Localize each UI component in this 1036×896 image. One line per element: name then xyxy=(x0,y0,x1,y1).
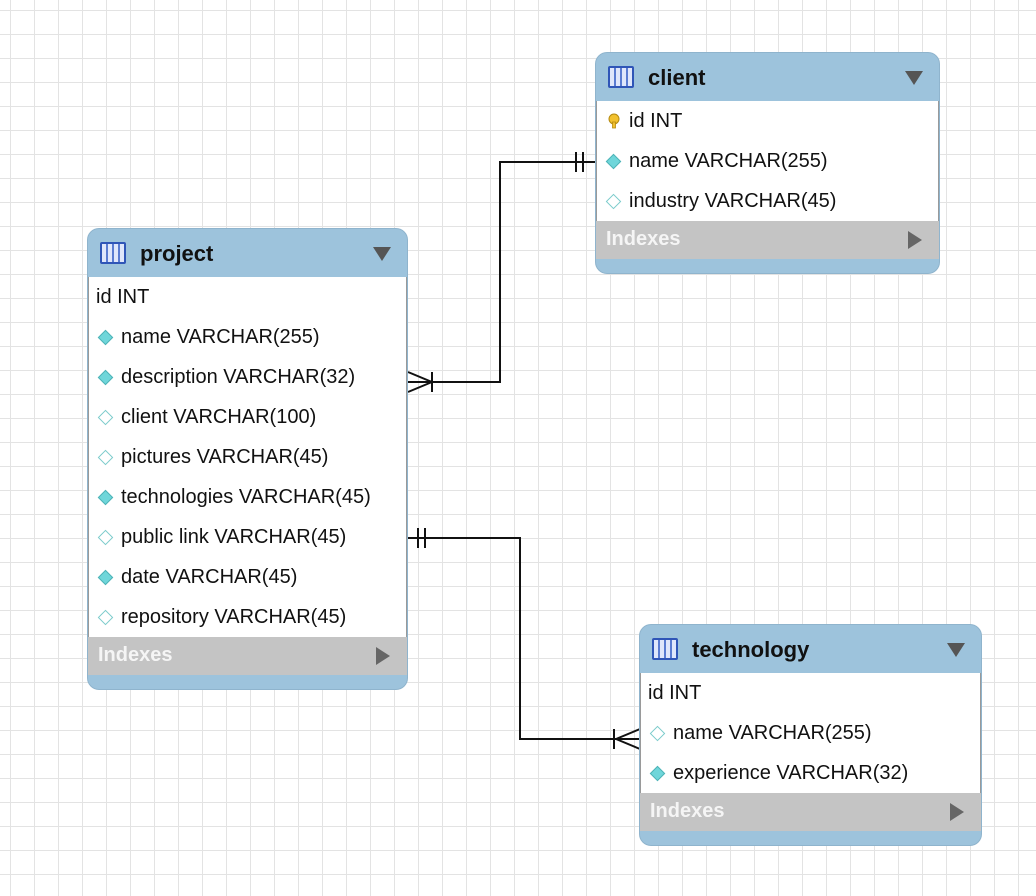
column-row[interactable]: experience VARCHAR(32) xyxy=(641,753,980,793)
technology-table-header[interactable]: technology xyxy=(640,625,981,673)
column-label: id INT xyxy=(96,286,150,308)
key-icon xyxy=(608,113,620,129)
column-row[interactable]: name VARCHAR(255) xyxy=(641,713,980,753)
table-footer xyxy=(596,259,939,273)
table-title: client xyxy=(648,65,706,90)
table-title: technology xyxy=(692,637,810,662)
column-label: experience VARCHAR(32) xyxy=(673,762,909,784)
table-icon xyxy=(100,242,126,264)
technology-columns: id INT name VARCHAR(255) experience VARC… xyxy=(640,673,981,793)
column-row[interactable]: industry VARCHAR(45) xyxy=(597,181,938,221)
column-row[interactable]: id INT xyxy=(597,101,938,141)
filled-diamond-icon xyxy=(97,329,114,346)
hollow-diamond-icon xyxy=(97,609,114,626)
relationship-project-technology[interactable] xyxy=(408,528,641,750)
filled-diamond-icon xyxy=(97,489,114,506)
indexes-label: Indexes xyxy=(606,228,681,250)
column-row[interactable]: date VARCHAR(45) xyxy=(89,557,406,597)
one-mandatory-mark xyxy=(417,528,426,548)
project-columns: id INT name VARCHAR(255) description VAR… xyxy=(88,277,407,637)
column-label: repository VARCHAR(45) xyxy=(121,606,347,628)
column-label: description VARCHAR(32) xyxy=(121,366,356,388)
project-table-header[interactable]: project xyxy=(88,229,407,277)
table-title: project xyxy=(140,241,214,266)
collapse-arrow-icon[interactable] xyxy=(373,247,391,261)
column-label: name VARCHAR(255) xyxy=(121,326,320,348)
filled-diamond-icon xyxy=(649,765,666,782)
expand-arrow-icon[interactable] xyxy=(908,231,922,249)
indexes-label: Indexes xyxy=(650,800,725,822)
column-label: industry VARCHAR(45) xyxy=(629,190,837,212)
filled-diamond-icon xyxy=(97,369,114,386)
collapse-arrow-icon[interactable] xyxy=(947,643,965,657)
table-footer xyxy=(640,831,981,845)
column-row[interactable]: id INT xyxy=(641,673,980,713)
column-row[interactable]: name VARCHAR(255) xyxy=(597,141,938,181)
indexes-section[interactable]: Indexes xyxy=(596,221,939,259)
column-row[interactable]: client VARCHAR(100) xyxy=(89,397,406,437)
client-table-header[interactable]: client xyxy=(596,53,939,101)
table-footer xyxy=(88,675,407,689)
column-row[interactable]: id INT xyxy=(89,277,406,317)
column-label: id INT xyxy=(629,110,683,132)
hollow-diamond-icon xyxy=(97,529,114,546)
table-icon xyxy=(608,66,634,88)
indexes-section[interactable]: Indexes xyxy=(88,637,407,675)
expand-arrow-icon[interactable] xyxy=(376,647,390,665)
hollow-diamond-icon xyxy=(649,725,666,742)
indexes-section[interactable]: Indexes xyxy=(640,793,981,831)
column-row[interactable]: technologies VARCHAR(45) xyxy=(89,477,406,517)
column-row[interactable]: name VARCHAR(255) xyxy=(89,317,406,357)
column-row[interactable]: repository VARCHAR(45) xyxy=(89,597,406,637)
crowfoot-many-mark xyxy=(407,371,433,393)
column-label: public link VARCHAR(45) xyxy=(121,526,347,548)
project-table[interactable]: project id INT name VARCHAR(255) descrip… xyxy=(87,228,408,690)
client-table[interactable]: client id INT name VARCHAR(255) industry… xyxy=(595,52,940,274)
technology-table[interactable]: technology id INT name VARCHAR(255) expe… xyxy=(639,624,982,846)
connector-line xyxy=(408,161,596,383)
client-columns: id INT name VARCHAR(255) industry VARCHA… xyxy=(596,101,939,221)
column-label: date VARCHAR(45) xyxy=(121,566,298,588)
column-label: client VARCHAR(100) xyxy=(121,406,317,428)
crowfoot-one-or-many-mark xyxy=(613,728,641,750)
hollow-diamond-icon xyxy=(605,193,622,210)
one-mandatory-mark xyxy=(575,152,584,172)
column-label: name VARCHAR(255) xyxy=(629,150,828,172)
column-label: id INT xyxy=(648,682,702,704)
column-row[interactable]: description VARCHAR(32) xyxy=(89,357,406,397)
column-row[interactable]: public link VARCHAR(45) xyxy=(89,517,406,557)
collapse-arrow-icon[interactable] xyxy=(905,71,923,85)
column-label: technologies VARCHAR(45) xyxy=(121,486,371,508)
table-icon xyxy=(652,638,678,660)
filled-diamond-icon xyxy=(605,153,622,170)
column-row[interactable]: pictures VARCHAR(45) xyxy=(89,437,406,477)
expand-arrow-icon[interactable] xyxy=(950,803,964,821)
column-label: name VARCHAR(255) xyxy=(673,722,872,744)
hollow-diamond-icon xyxy=(97,449,114,466)
filled-diamond-icon xyxy=(97,569,114,586)
column-label: pictures VARCHAR(45) xyxy=(121,446,329,468)
hollow-diamond-icon xyxy=(97,409,114,426)
relationship-project-client[interactable] xyxy=(407,152,596,393)
indexes-label: Indexes xyxy=(98,644,173,666)
connector-line xyxy=(408,537,640,740)
